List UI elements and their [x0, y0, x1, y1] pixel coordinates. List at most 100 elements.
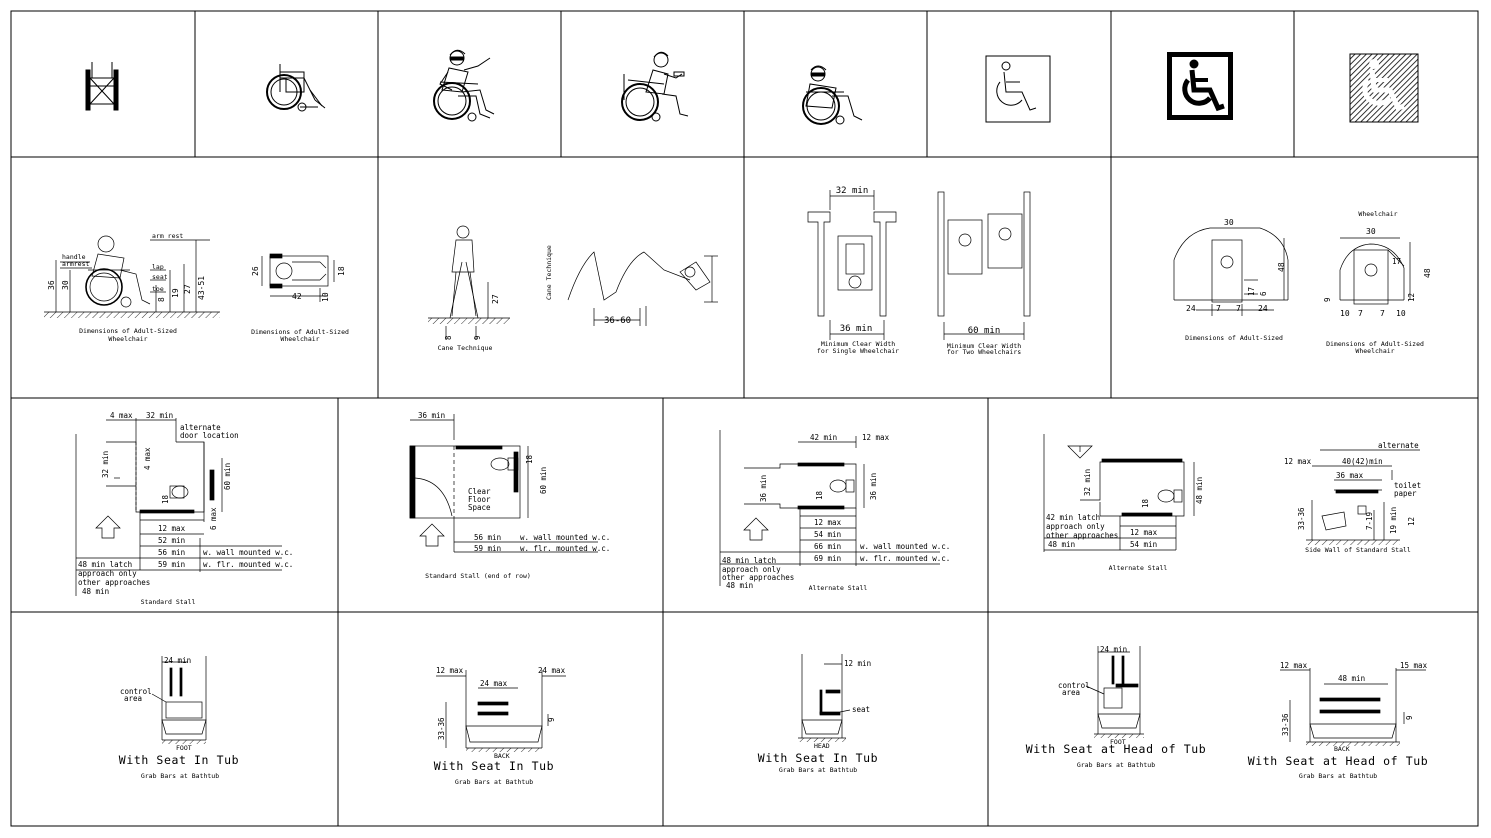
dim-6-max: 6 max	[209, 507, 218, 530]
dim-26: 26	[251, 266, 260, 276]
caption-side-wall: Side Wall of Standard Stall	[1305, 546, 1411, 554]
caption-two-door-1: Minimum Clear Width	[947, 342, 1021, 350]
wall-mounted-note: w. wall mounted w.c.	[203, 548, 293, 557]
back-label: BACK	[1334, 745, 1350, 753]
tub1-caption: Grab Bars at Bathtub	[141, 772, 219, 780]
turning-title-b: Wheelchair	[1358, 210, 1397, 218]
caption-turning-1: Dimensions of Adult-Sized	[1185, 334, 1283, 342]
alternate-door-label-2: door location	[180, 431, 239, 440]
accessibility-sign-bordered-icon	[1167, 52, 1233, 120]
dim-48-b: 48	[1423, 268, 1432, 278]
latch-note-3: other approaches	[78, 578, 150, 587]
tub2-caption: Grab Bars at Bathtub	[455, 778, 533, 786]
caption-standard-stall: Standard Stall	[141, 598, 196, 606]
dim-24-a: 24	[1186, 304, 1196, 313]
dim-48-min: 48 min	[1195, 477, 1204, 504]
dim-60-min: 60 min	[968, 326, 1001, 336]
dim-32-min: 32 min	[146, 411, 173, 420]
dim-32-min: 32 min	[1083, 469, 1092, 496]
dim-60-min: 60 min	[223, 463, 232, 490]
cane-technique-figure: 27 8 9 Cane Technique 36-60 Cane Techniq…	[428, 225, 718, 352]
dim-36: 36	[47, 280, 56, 290]
tub3-title: With Seat In Tub	[758, 751, 878, 765]
dim-36-min: 36 min	[418, 411, 445, 420]
dim-12-min: 12 min	[844, 659, 871, 668]
lap-label: lap	[152, 263, 164, 271]
wheelchair-front-icon	[85, 62, 119, 111]
alternate-door-label-1: alternate	[180, 423, 221, 432]
dim-43-51: 43-51	[197, 276, 206, 300]
tub1-title: With Seat In Tub	[119, 753, 239, 767]
dim-6-a: 6	[1259, 291, 1268, 296]
standard-stall-plan: 4 max 32 min alternate door location 32 …	[75, 411, 293, 606]
person-wheelchair-side-icon	[802, 65, 863, 125]
caption-two-door-2: for Two Wheelchairs	[947, 348, 1021, 356]
floor-mounted-note: w. flr. mounted w.c.	[520, 544, 610, 553]
toilet-paper-label-1: toilet	[1394, 481, 1421, 490]
wheelchair-reach-figures: 30 48 24 7 7 17 6 24 Dimensions of Adult…	[1173, 210, 1432, 355]
dim-4-max: 4 max	[110, 411, 133, 420]
dim-56-min: 56 min	[474, 533, 501, 542]
dim-10-a: 10	[1340, 309, 1350, 318]
dim-33-36: 33-36	[1297, 507, 1306, 530]
dim-32-min: 32 min	[836, 186, 869, 196]
tub-grab-bars-3: 12 min seat HEAD With Seat In Tub Grab B…	[758, 654, 878, 774]
dim-12-max: 12 max	[862, 433, 890, 442]
latch-note-1: 42 min latch	[1046, 513, 1100, 522]
tub4-title: With Seat at Head of Tub	[1026, 742, 1207, 756]
wall-mounted-note: w. wall mounted w.c.	[520, 533, 610, 542]
dim-10: 10	[321, 292, 330, 302]
latch-note-4: 48 min	[82, 587, 109, 596]
dim-7-a: 7	[1216, 304, 1221, 313]
caption-cane: Cane Technique	[438, 344, 493, 352]
toilet-paper-label-2: paper	[1394, 489, 1417, 498]
dim-30-a: 30	[1224, 218, 1234, 227]
latch-note-2: approach only	[722, 565, 781, 574]
person-wheelchair-pointing-icon	[433, 49, 495, 122]
back-label: BACK	[494, 752, 510, 760]
side-wall-elevation: alternate 12 max 40(42)min 36 max toilet…	[1284, 441, 1421, 554]
toe-label: toe	[152, 285, 164, 293]
dim-59-min: 59 min	[158, 560, 185, 569]
dim-18: 18	[525, 454, 534, 464]
caption-adult-wheelchair-2: Wheelchair	[108, 335, 147, 343]
accessibility-sign-hatched-icon	[1349, 53, 1419, 123]
dim-8: 8	[157, 297, 166, 302]
clear-floor-2: Floor	[468, 495, 491, 504]
tub-grab-bars-2: 12 max 24 max 24 max 33-36 9 BACK With S…	[434, 666, 566, 786]
door-clear-width-figure: 32 min 36 min Minimum Clear Width for Si…	[807, 186, 1031, 356]
dim-18: 18	[815, 490, 824, 500]
latch-note-3: other approaches	[722, 573, 794, 582]
dim-48-a: 48	[1277, 262, 1286, 272]
dim-9: 9	[473, 335, 482, 340]
dim-9: 9	[1405, 715, 1414, 720]
caption-wheelchair-plan-2: Wheelchair	[280, 335, 319, 343]
dim-33-36: 33-36	[437, 717, 446, 740]
tub-grab-bars-5: 12 max 48 min 15 max 33-36 9 BACK With S…	[1248, 661, 1428, 780]
dim-30: 30	[61, 280, 70, 290]
dim-17-a: 17	[1247, 287, 1256, 296]
dim-36-min: 36 min	[840, 324, 873, 334]
latch-note-1: 48 min latch	[722, 556, 776, 565]
tub5-caption: Grab Bars at Bathtub	[1299, 772, 1377, 780]
dim-36-min-left: 36 min	[759, 475, 768, 502]
wheelchair-side-icon	[266, 64, 326, 112]
accessibility-sign-outline-icon	[985, 55, 1051, 123]
tub4-caption: Grab Bars at Bathtub	[1077, 761, 1155, 769]
dim-12-max: 12 max	[1130, 528, 1158, 537]
alternate-stall-plan-2: 32 min 18 48 min 12 max 54 min 42 min la…	[1043, 434, 1204, 572]
clear-floor-3: Space	[468, 503, 491, 512]
cane-side-label: Cane Technique	[545, 245, 553, 300]
dim-66-min: 66 min	[814, 542, 841, 551]
dim-19: 19	[171, 288, 180, 298]
control-area-label-1: control	[120, 687, 152, 696]
caption-door-2: for Single Wheelchair	[817, 347, 899, 355]
caption-alternate-stall: Alternate Stall	[809, 584, 868, 592]
latch-note-3: other approaches	[1046, 531, 1118, 540]
caption-alternate-stall-2: Alternate Stall	[1109, 564, 1168, 572]
dim-4-max-inner: 4 max	[143, 447, 152, 470]
dim-42: 42	[292, 292, 302, 301]
dim-7-19: 7-19	[1365, 512, 1374, 530]
dim-12-b: 12	[1407, 293, 1416, 302]
tub2-title: With Seat In Tub	[434, 759, 554, 773]
